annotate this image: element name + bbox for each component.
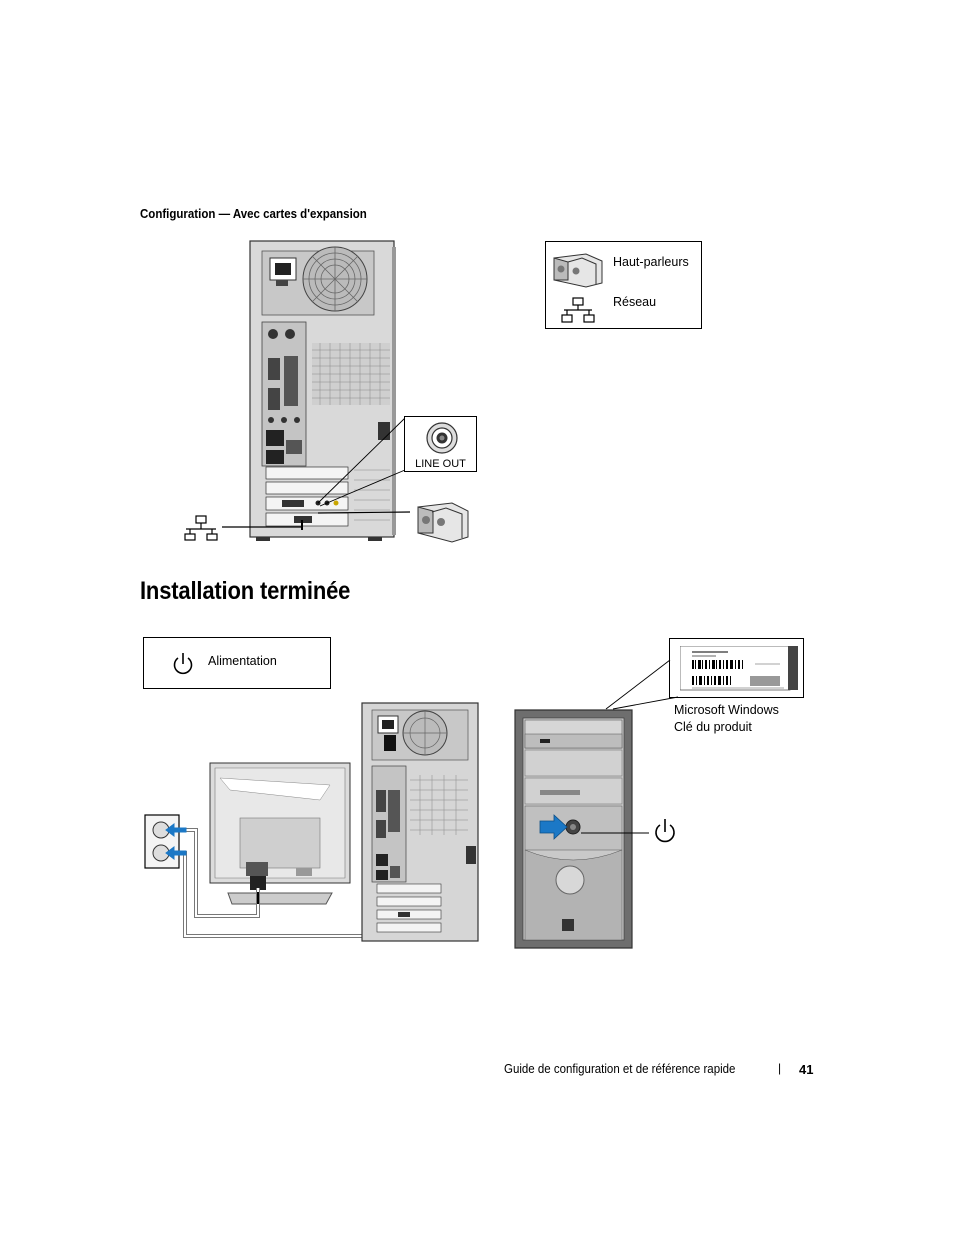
line-out-label: LINE OUT: [415, 458, 466, 470]
speaker-icon: [553, 253, 603, 288]
product-key-line1: Microsoft Windows: [674, 703, 779, 717]
page-number: 41: [799, 1062, 814, 1077]
tower-back-illustration: [184, 240, 469, 543]
connector-legend: Haut-parleurs Réseau: [545, 241, 702, 329]
power-legend: Alimentation: [143, 637, 331, 689]
network-label: Réseau: [613, 295, 657, 309]
footer-separator: |: [778, 1061, 782, 1075]
section-heading: Configuration — Avec cartes d'expansion: [140, 207, 367, 221]
product-key-sticker: [669, 638, 804, 698]
line-out-callout: LINE OUT: [404, 416, 477, 472]
network-icon: [184, 515, 218, 541]
speaker-icon: [417, 502, 469, 543]
line-out-jack-icon: [426, 422, 458, 454]
page-title: Installation terminée: [140, 577, 351, 605]
power-label: Alimentation: [208, 654, 277, 668]
power-icon: [655, 819, 675, 843]
speakers-label: Haut-parleurs: [613, 255, 689, 269]
power-icon: [173, 653, 193, 675]
arrow-icon: [165, 823, 187, 860]
installation-complete-illustration: [144, 659, 679, 949]
footer-guide-title: Guide de configuration et de référence r…: [504, 1062, 736, 1076]
network-icon: [561, 297, 595, 323]
product-key-label-graphic: [680, 646, 798, 691]
product-key-line2: Clé du produit: [674, 720, 752, 734]
